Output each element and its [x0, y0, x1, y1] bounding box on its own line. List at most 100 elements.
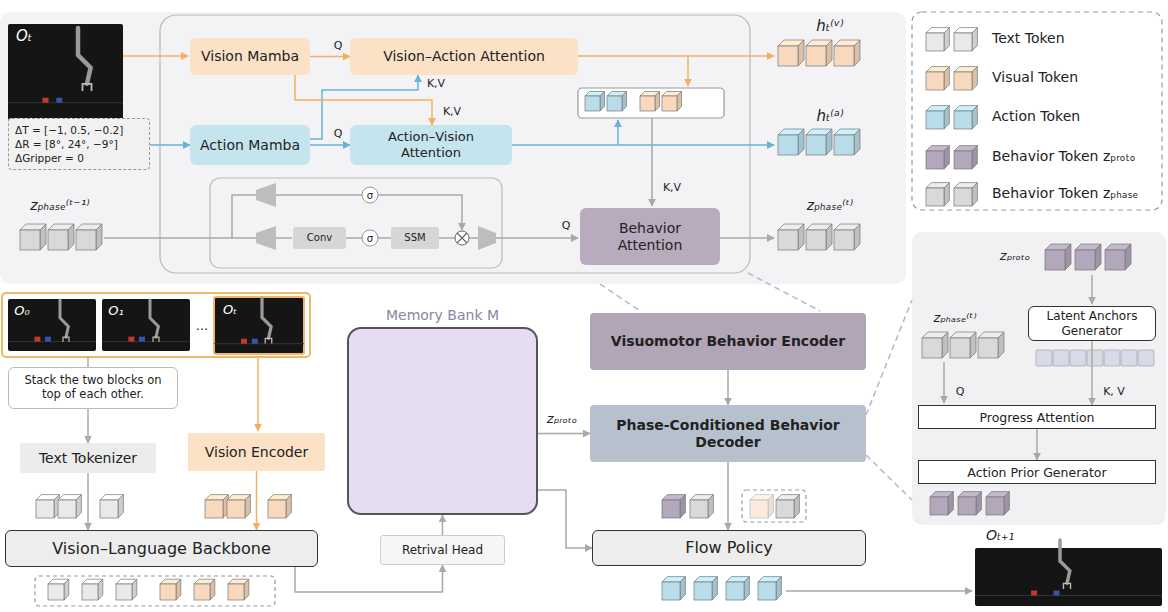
cube-front — [228, 584, 244, 600]
cube-front — [662, 96, 677, 111]
token-cube — [778, 40, 804, 66]
cube-side — [40, 224, 46, 250]
generator-box: Latent Anchors Generator — [1028, 306, 1156, 341]
token-cube — [116, 579, 137, 600]
cube-front — [954, 188, 972, 206]
photo-table — [975, 595, 1162, 596]
node-text: Phase-Conditioned Behavior Decoder — [597, 417, 859, 451]
policy-box: Flow Policy — [592, 530, 866, 566]
token-cube — [607, 92, 627, 112]
legend-text: Visual Token — [992, 69, 1078, 85]
connector — [295, 75, 432, 125]
annotation-label: Q — [956, 386, 965, 398]
wire — [651, 118, 653, 206]
wire — [578, 55, 774, 57]
legend-text: Behavior Token zₚᵣₒₜₒ — [992, 148, 1136, 164]
cube-front — [834, 135, 854, 155]
cube-front — [758, 582, 776, 600]
legend-swatch — [922, 23, 984, 53]
wire — [687, 56, 689, 86]
cube-side — [998, 332, 1004, 358]
cube-side — [210, 579, 215, 600]
cube-side — [854, 224, 860, 250]
node-text: ΔT = [−1, 0.5, −0.2] — [15, 123, 123, 137]
token-cube — [82, 579, 103, 600]
cube-side — [655, 92, 660, 112]
photo-table — [102, 341, 190, 342]
cube-side — [708, 495, 713, 518]
cube-front — [662, 500, 680, 518]
cube-front — [778, 46, 798, 66]
robot-photo-gripper — [82, 84, 93, 91]
robot-photo-arm — [262, 298, 271, 338]
token-cube — [954, 28, 977, 51]
robot-photo-arm — [150, 300, 158, 337]
cube-side — [677, 92, 682, 112]
latent-anchor-cell — [1104, 350, 1120, 366]
cube-front — [160, 584, 176, 600]
cube-front — [690, 500, 708, 518]
robot-photo — [60, 300, 70, 342]
cube-front — [926, 111, 944, 129]
cube-side — [976, 492, 981, 515]
cube-front — [806, 46, 826, 66]
node-text: Action Mamba — [200, 137, 300, 154]
cube-front — [954, 33, 972, 51]
conv-box: Conv — [293, 227, 346, 249]
cube-front — [930, 497, 948, 515]
node-text: Conv — [307, 232, 332, 244]
robot-photo — [150, 300, 160, 342]
wire — [469, 237, 478, 239]
token-cube — [926, 183, 949, 206]
decoder-box: Phase-Conditioned Behavior Decoder — [590, 405, 866, 462]
cube-front — [82, 584, 98, 600]
projection-trapezoid — [478, 226, 496, 250]
cube-side — [245, 495, 250, 518]
node-text: Action–Vision Attention — [357, 129, 505, 160]
attention-box: Action–Vision Attention — [350, 125, 512, 165]
annotation-label: K,V — [663, 182, 681, 194]
cube-side — [1125, 244, 1131, 270]
wire — [1091, 275, 1093, 304]
token-cube — [926, 106, 949, 129]
node-text: ΔGripper = 0 — [15, 151, 84, 165]
cube-side — [972, 67, 977, 90]
block-blue — [45, 337, 51, 342]
cube-side — [176, 579, 181, 600]
cube-front — [778, 135, 798, 155]
annotation-label: K,V — [443, 106, 461, 118]
connector — [727, 370, 729, 405]
cube-side — [942, 332, 948, 358]
token-cube — [806, 40, 832, 66]
robot-photo-gripper — [62, 337, 69, 342]
token-cube — [268, 495, 291, 518]
robot-photo-arm — [1060, 540, 1070, 583]
token-sequence-box — [35, 576, 275, 606]
annotation-label: σ — [367, 233, 373, 244]
annotation-label: ... — [196, 319, 208, 333]
cube-side — [600, 92, 605, 112]
legend-swatch — [922, 141, 984, 171]
camera-image — [8, 299, 96, 351]
cube-side — [798, 40, 804, 66]
cube-side — [76, 495, 81, 518]
cube-front — [640, 96, 655, 111]
ssm-box: SSM — [391, 227, 439, 249]
cube-front — [806, 230, 826, 250]
node-text: Action Prior Generator — [967, 465, 1106, 480]
latent-anchor-cell — [1070, 350, 1086, 366]
cube-side — [68, 224, 74, 250]
legend-text: Action Token — [992, 108, 1080, 124]
token-cube — [778, 129, 804, 155]
annotation-label: O₁ — [108, 304, 123, 318]
cube-side — [768, 495, 773, 518]
annotation-label: zₚₕₐₛₑ⁽ᵗ⁻¹⁾ — [30, 198, 89, 213]
cube-front — [954, 72, 972, 90]
legend-row: Behavior Token zₚᵣₒₜₒ — [922, 141, 1136, 171]
cube-front — [194, 584, 210, 600]
robot-photo — [262, 298, 272, 344]
connector — [310, 144, 350, 146]
legend-swatch — [922, 62, 984, 92]
cube-front — [958, 497, 976, 515]
cube-side — [944, 67, 949, 90]
